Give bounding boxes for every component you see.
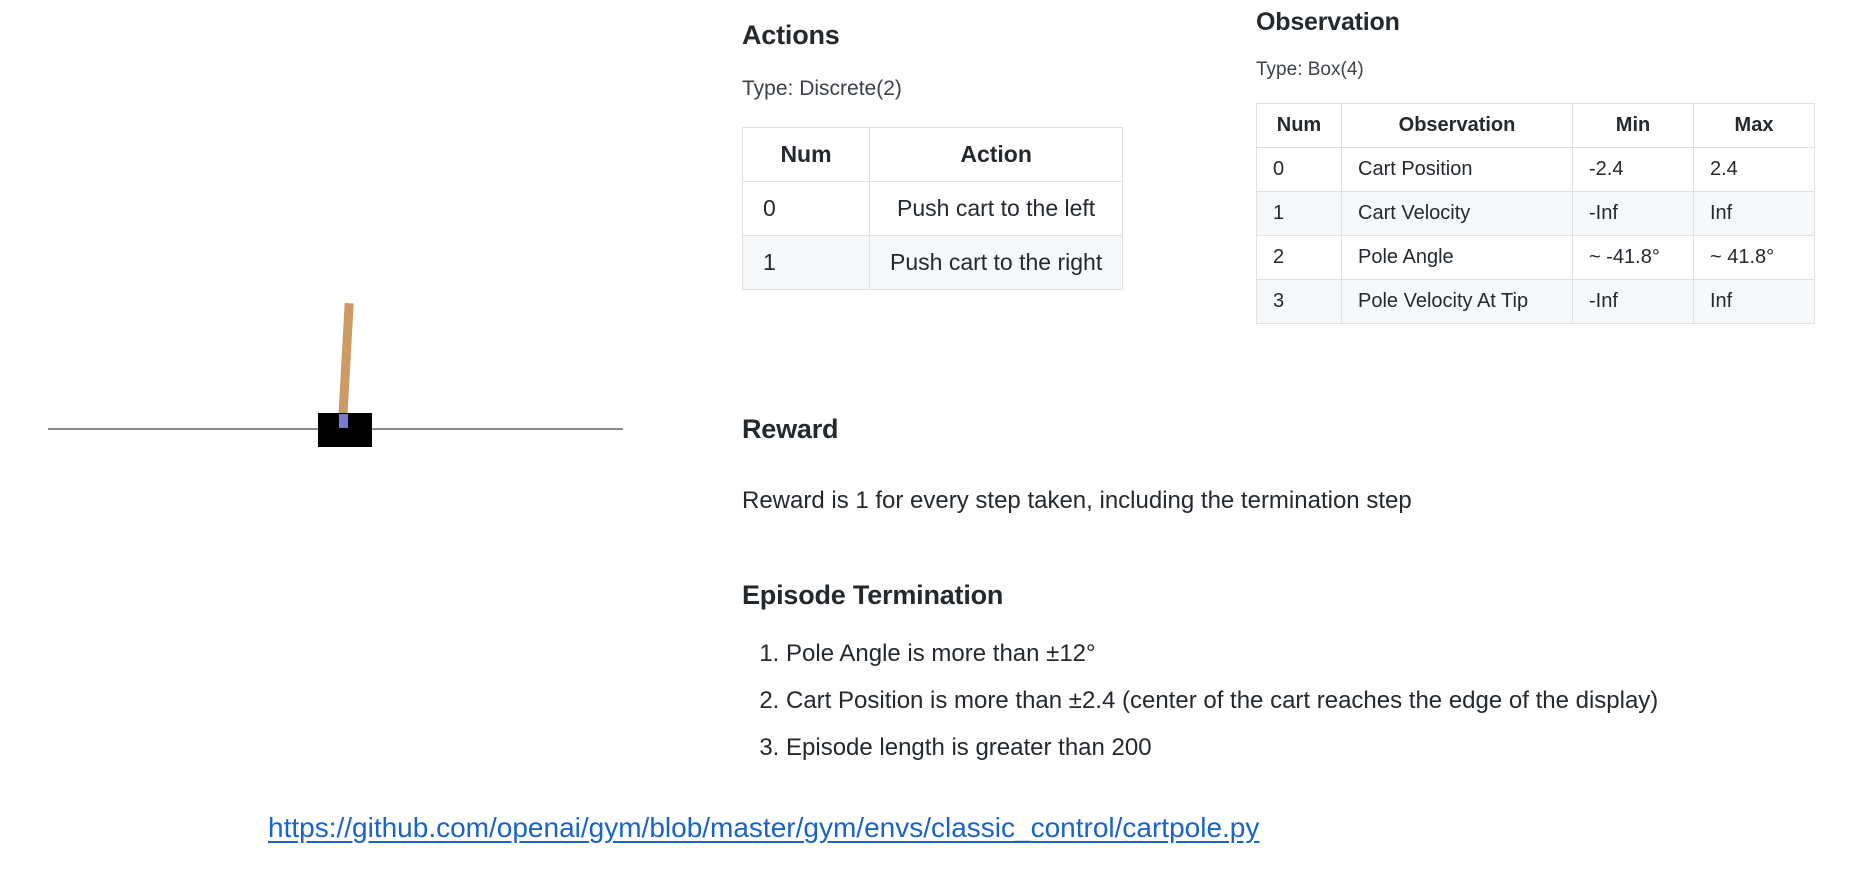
observation-cell-min: -Inf — [1572, 191, 1694, 236]
table-row: 3 Pole Velocity At Tip -Inf Inf — [1256, 279, 1815, 324]
actions-col-action: Action — [868, 127, 1124, 182]
observation-col-max: Max — [1693, 103, 1815, 148]
observation-cell-max: Inf — [1693, 279, 1815, 324]
table-row: 1 Cart Velocity -Inf Inf — [1256, 191, 1815, 236]
observation-cell-name: Cart Velocity — [1341, 191, 1573, 236]
observation-cell-num: 0 — [1256, 147, 1342, 192]
episode-termination-list: Pole Angle is more than ±12° Cart Positi… — [742, 639, 1842, 763]
list-item: Episode length is greater than 200 — [786, 733, 1842, 763]
list-item: Pole Angle is more than ±12° — [786, 639, 1842, 669]
table-row: 0 Push cart to the left — [742, 181, 1124, 236]
observation-col-observation: Observation — [1341, 103, 1573, 148]
actions-cell-num: 0 — [742, 181, 870, 236]
actions-table: Num Action 0 Push cart to the left 1 Pus… — [742, 127, 1124, 290]
actions-cell-action: Push cart to the left — [868, 181, 1124, 236]
observation-cell-max: ~ 41.8° — [1693, 235, 1815, 280]
table-header-row: Num Action — [742, 127, 1124, 182]
pole-icon — [338, 302, 354, 424]
actions-cell-action: Push cart to the right — [868, 235, 1124, 290]
observation-cell-name: Cart Position — [1341, 147, 1573, 192]
episode-termination-section: Episode Termination Pole Angle is more t… — [742, 580, 1842, 780]
reward-description: Reward is 1 for every step taken, includ… — [742, 487, 1412, 514]
actions-heading: Actions — [742, 20, 840, 50]
table-row: 1 Push cart to the right — [742, 235, 1124, 290]
observation-section: Observation Type: Box(4) Num Observation… — [1256, 8, 1816, 324]
observation-col-num: Num — [1256, 103, 1342, 148]
table-row: 0 Cart Position -2.4 2.4 — [1256, 147, 1815, 192]
table-row: 2 Pole Angle ~ -41.8° ~ 41.8° — [1256, 235, 1815, 280]
observation-cell-min: ~ -41.8° — [1572, 235, 1694, 280]
observation-cell-name: Pole Angle — [1341, 235, 1573, 280]
observation-cell-max: Inf — [1693, 191, 1815, 236]
observation-cell-min: -Inf — [1572, 279, 1694, 324]
reward-heading: Reward — [742, 414, 839, 444]
observation-cell-max: 2.4 — [1693, 147, 1815, 192]
actions-cell-num: 1 — [742, 235, 870, 290]
reward-section: Reward Reward is 1 for every step taken,… — [742, 414, 1832, 515]
actions-col-num: Num — [742, 127, 870, 182]
observation-type-label: Type: Box(4) — [1256, 59, 1364, 80]
axle-icon — [339, 414, 348, 428]
table-header-row: Num Observation Min Max — [1256, 103, 1815, 148]
observation-col-min: Min — [1572, 103, 1694, 148]
observation-cell-min: -2.4 — [1572, 147, 1694, 192]
observation-heading: Observation — [1256, 8, 1400, 36]
source-url-link[interactable]: https://github.com/openai/gym/blob/maste… — [268, 812, 1260, 843]
actions-section: Actions Type: Discrete(2) Num Action 0 P… — [742, 20, 1162, 290]
list-item: Cart Position is more than ±2.4 (center … — [786, 686, 1842, 716]
observation-cell-name: Pole Velocity At Tip — [1341, 279, 1573, 324]
actions-type-label: Type: Discrete(2) — [742, 77, 902, 100]
cartpole-illustration — [0, 240, 660, 500]
episode-termination-heading: Episode Termination — [742, 580, 1004, 610]
observation-cell-num: 3 — [1256, 279, 1342, 324]
observation-table: Num Observation Min Max 0 Cart Position … — [1256, 103, 1815, 324]
observation-cell-num: 2 — [1256, 235, 1342, 280]
observation-cell-num: 1 — [1256, 191, 1342, 236]
